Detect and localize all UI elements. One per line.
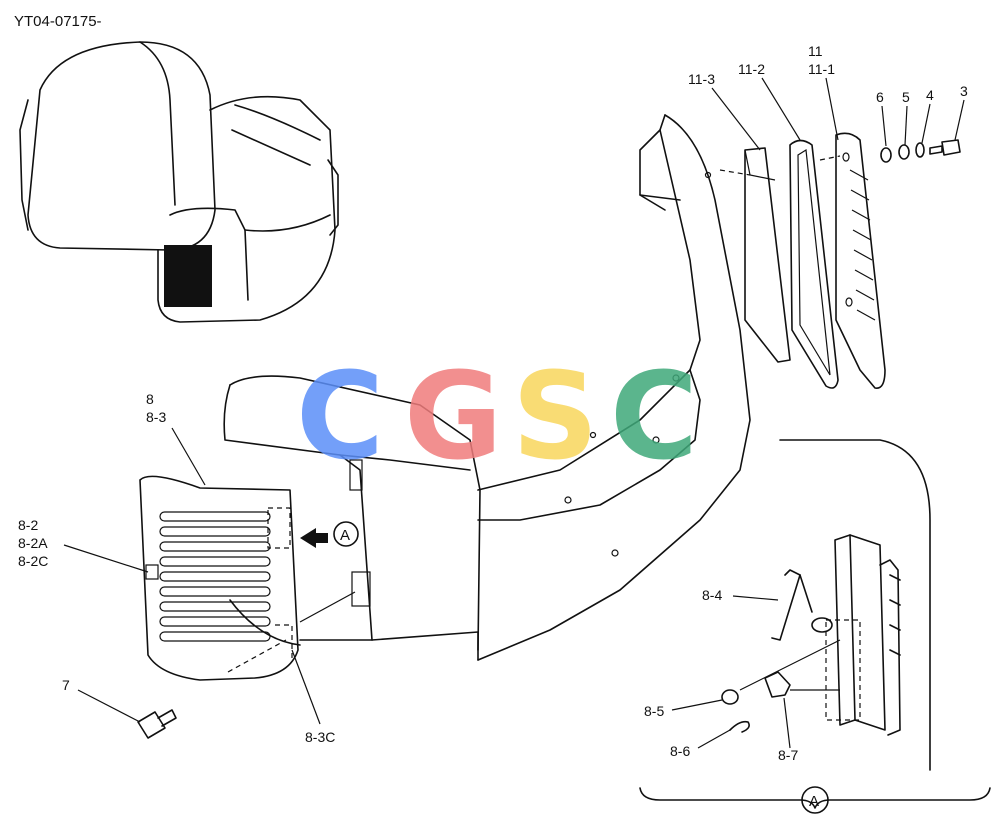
label-11-1: 11-1: [808, 61, 835, 77]
label-8: 8: [146, 391, 154, 407]
label-3: 3: [960, 83, 968, 99]
clip-8-7: [764, 671, 791, 698]
watermark: C G S C: [296, 348, 698, 487]
watermark-letter-1: C: [296, 348, 384, 487]
detail-callout-circle: [801, 786, 829, 814]
light-lens: [164, 245, 212, 307]
bolt-3: [929, 139, 961, 156]
callout-circle: [333, 521, 359, 547]
side-cover-8: [139, 475, 299, 681]
watermark-letter-2: G: [404, 348, 503, 487]
detail-view-a: [639, 439, 991, 809]
label-11-3: 11-3: [688, 71, 715, 87]
pin-8-6: [729, 720, 750, 733]
label-8-4: 8-4: [702, 587, 722, 603]
label-4: 4: [926, 87, 934, 103]
label-7: 7: [62, 677, 70, 693]
machine-overview-inset: [19, 41, 339, 323]
lock-washer-4: [915, 142, 925, 158]
washer-6: [880, 147, 892, 163]
leader-lines: [63, 77, 965, 749]
grille-11: [835, 132, 886, 389]
label-5: 5: [902, 89, 910, 105]
washer-5: [898, 144, 910, 160]
label-8-7: 8-7: [778, 747, 798, 763]
watermark-letter-3: S: [512, 348, 598, 487]
gasket-11-2: [789, 139, 839, 389]
washer-8-5: [721, 689, 739, 705]
label-11-2: 11-2: [738, 61, 765, 77]
cover-latch: [145, 564, 159, 580]
callout-letter: A: [340, 527, 350, 544]
grille-louvers: [849, 169, 876, 321]
watermark-letter-4: C: [610, 348, 698, 487]
label-8-2C: 8-2C: [18, 553, 48, 569]
label-8-3: 8-3: [146, 409, 166, 425]
cover-louvers: [159, 511, 271, 642]
filter-11-3: [744, 147, 791, 363]
label-6: 6: [876, 89, 884, 105]
label-8-2: 8-2: [18, 517, 38, 533]
view-arrow: [300, 528, 328, 548]
label-8-3C: 8-3C: [305, 729, 335, 745]
label-11: 11: [808, 43, 823, 59]
figure-code: YT04-07175-: [14, 13, 102, 30]
label-8-5: 8-5: [644, 703, 664, 719]
label-8-2A: 8-2A: [18, 535, 48, 551]
label-8-6: 8-6: [670, 743, 690, 759]
rear-body-panel: [223, 114, 751, 661]
bolt-7: [137, 709, 177, 739]
detail-callout-letter: A: [809, 793, 819, 810]
